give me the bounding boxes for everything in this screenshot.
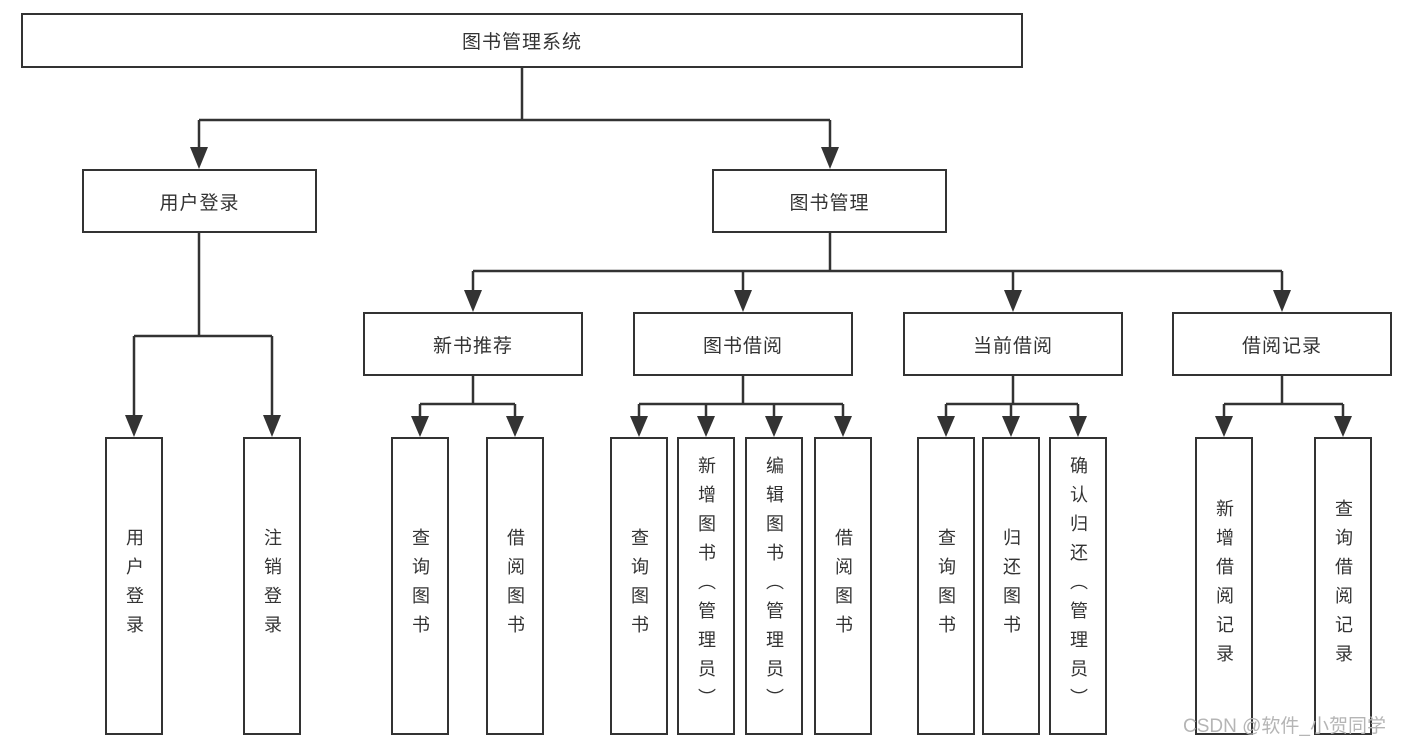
node-leaf-logout-login-label: 注销登录 — [262, 528, 282, 644]
connector-borrowing-children — [637, 376, 845, 417]
node-leaf-recommend-query-books: 查询图书 — [391, 437, 449, 735]
connector-root-to-level2 — [197, 68, 832, 148]
node-leaf-borrowing-add-books: 新增图书（管理员） — [677, 437, 735, 735]
node-user-login-group: 用户登录 — [82, 169, 317, 233]
node-current-borrowing: 当前借阅 — [903, 312, 1123, 376]
node-borrowing-records: 借阅记录 — [1172, 312, 1392, 376]
node-root: 图书管理系统 — [21, 13, 1023, 68]
watermark-text: CSDN @软件_小贺同学 — [1183, 716, 1386, 737]
node-leaf-recommend-borrow-books: 借阅图书 — [486, 437, 544, 735]
node-leaf-current-query-books: 查询图书 — [917, 437, 975, 735]
node-book-borrowing-label: 图书借阅 — [702, 335, 783, 357]
node-leaf-borrowing-borrow-books: 借阅图书 — [814, 437, 872, 735]
node-leaf-borrowing-edit-books: 编辑图书（管理员） — [745, 437, 803, 735]
node-leaf-records-add-record: 新增借阅记录 — [1195, 437, 1253, 735]
node-leaf-user-login-label: 用户登录 — [124, 528, 144, 644]
node-new-book-recommend: 新书推荐 — [363, 312, 583, 376]
node-leaf-recommend-borrow-books-label: 借阅图书 — [505, 528, 525, 644]
node-leaf-borrowing-edit-books-label: 编辑图书（管理员） — [764, 455, 784, 717]
connector-book-mgmt-to-level3 — [471, 233, 1284, 291]
node-leaf-logout-login: 注销登录 — [243, 437, 301, 735]
node-leaf-recommend-query-books-label: 查询图书 — [410, 528, 430, 644]
node-new-book-recommend-label: 新书推荐 — [432, 335, 513, 357]
node-leaf-borrowing-borrow-books-label: 借阅图书 — [833, 528, 853, 644]
node-book-management-label: 图书管理 — [789, 192, 870, 214]
node-leaf-records-add-record-label: 新增借阅记录 — [1214, 499, 1234, 673]
node-root-label: 图书管理系统 — [461, 32, 582, 53]
node-leaf-user-login: 用户登录 — [105, 437, 163, 735]
arrowheads-level4 — [411, 416, 1352, 437]
node-book-borrowing: 图书借阅 — [633, 312, 853, 376]
node-leaf-current-return-books: 归还图书 — [982, 437, 1040, 735]
node-leaf-borrowing-query-books-label: 查询图书 — [629, 528, 649, 644]
arrowheads-level3 — [464, 290, 1291, 312]
node-leaf-current-query-books-label: 查询图书 — [936, 528, 956, 644]
node-user-login-group-label: 用户登录 — [159, 192, 240, 214]
node-leaf-borrowing-query-books: 查询图书 — [610, 437, 668, 735]
connector-records-children — [1222, 376, 1345, 417]
node-leaf-borrowing-add-books-label: 新增图书（管理员） — [696, 455, 716, 717]
arrowheads-level2 — [190, 147, 839, 169]
connector-recommend-children — [418, 376, 517, 417]
node-borrowing-records-label: 借阅记录 — [1241, 335, 1322, 357]
node-leaf-records-query-record: 查询借阅记录 — [1314, 437, 1372, 735]
connector-user-login-children — [132, 233, 274, 416]
node-leaf-current-confirm-return-label: 确认归还（管理员） — [1068, 455, 1088, 717]
node-leaf-current-confirm-return: 确认归还（管理员） — [1049, 437, 1107, 735]
node-leaf-current-return-books-label: 归还图书 — [1001, 528, 1021, 644]
arrowheads-user-login-children — [125, 415, 281, 437]
node-book-management: 图书管理 — [712, 169, 947, 233]
node-current-borrowing-label: 当前借阅 — [972, 335, 1053, 357]
node-leaf-records-query-record-label: 查询借阅记录 — [1333, 499, 1353, 673]
connector-current-children — [944, 376, 1080, 417]
